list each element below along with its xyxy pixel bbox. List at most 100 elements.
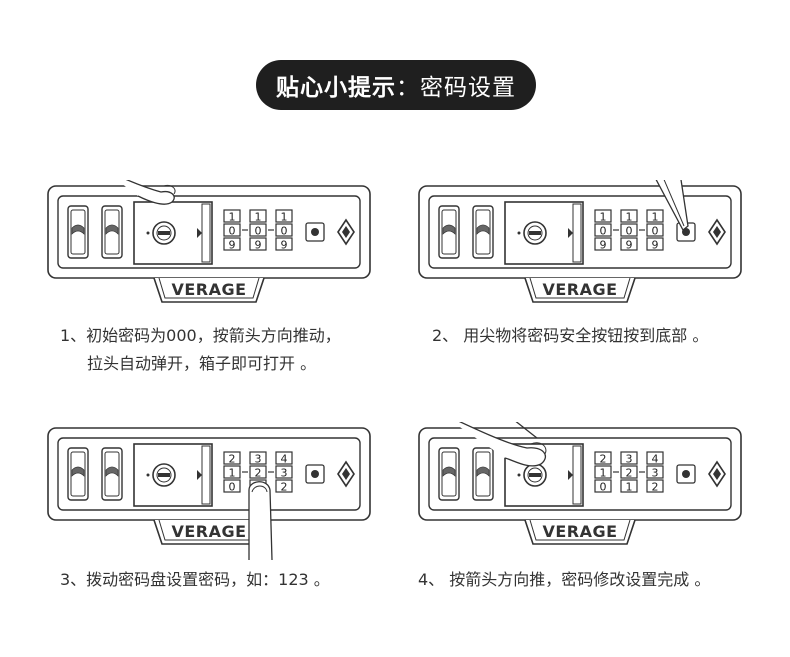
diamond-logo-core bbox=[342, 468, 350, 480]
digit-cell bbox=[620, 223, 638, 237]
digit-text: 1 bbox=[626, 211, 633, 224]
latch-hook-2 bbox=[476, 224, 490, 235]
digit-text: 1 bbox=[229, 211, 236, 224]
digit-text: 2 bbox=[281, 481, 288, 494]
reset-button-dot bbox=[311, 228, 319, 236]
finger-icon bbox=[116, 180, 175, 205]
latch-inner-2 bbox=[104, 209, 120, 255]
finger-icon bbox=[248, 481, 273, 561]
keyhole-slot bbox=[158, 231, 170, 235]
lock-plate-inner bbox=[57, 195, 361, 269]
digit-text: 1 bbox=[229, 467, 236, 480]
latch-inner-1 bbox=[70, 209, 86, 255]
digit-text: 9 bbox=[600, 239, 607, 252]
latch-1 bbox=[67, 205, 89, 259]
step-2-caption: 2、 用尖物将密码安全按钮按到底部 。 bbox=[432, 322, 708, 350]
digit-cell bbox=[594, 465, 612, 479]
fingernail-icon bbox=[163, 185, 176, 195]
digit-cell bbox=[223, 223, 241, 237]
latch-hook-2 bbox=[476, 466, 490, 477]
digit-cell bbox=[275, 223, 293, 237]
key-block-edge bbox=[572, 203, 582, 263]
digit-cell bbox=[646, 223, 664, 237]
step-4-caption: 4、 按箭头方向推，密码修改设置完成 。 bbox=[418, 566, 710, 594]
digit-text: 9 bbox=[652, 239, 659, 252]
digit-text: 0 bbox=[255, 225, 262, 238]
digit-cell bbox=[620, 451, 638, 465]
brand-tab-inner bbox=[529, 519, 631, 541]
digit-cell bbox=[620, 465, 638, 479]
title-rest: 密码设置 bbox=[420, 75, 516, 101]
digit-cell bbox=[223, 209, 241, 223]
brand-tab-inner bbox=[529, 277, 631, 299]
digit-cell bbox=[646, 465, 664, 479]
lock-plate-inner bbox=[57, 437, 361, 511]
title-bold: 贴心小提示 bbox=[276, 75, 396, 101]
digit-text: 3 bbox=[255, 453, 262, 466]
digit-cell bbox=[223, 451, 241, 465]
latch-1 bbox=[438, 205, 460, 259]
key-dot bbox=[517, 473, 521, 477]
latch-2 bbox=[472, 447, 494, 501]
diamond-logo-core bbox=[713, 468, 721, 480]
latch-hook-1 bbox=[71, 224, 85, 235]
digit-text: 9 bbox=[255, 239, 262, 252]
digit-cell bbox=[620, 237, 638, 251]
brand-text: VERAGE bbox=[171, 280, 246, 299]
digit-cell bbox=[594, 209, 612, 223]
step-3-caption: 3、拨动密码盘设置密码，如：123 。 bbox=[60, 566, 330, 594]
latch-inner-2 bbox=[475, 209, 491, 255]
finger-edge bbox=[515, 422, 538, 439]
latch-2 bbox=[101, 447, 123, 501]
title-banner: 贴心小提示：密码设置 bbox=[256, 60, 536, 110]
title-colon: ： bbox=[396, 75, 420, 101]
digit-text: 9 bbox=[229, 239, 236, 252]
key-block-edge bbox=[201, 203, 211, 263]
latch-1 bbox=[438, 447, 460, 501]
digit-cell bbox=[646, 479, 664, 493]
latch-2 bbox=[472, 205, 494, 259]
latch-inner-2 bbox=[475, 451, 491, 497]
digit-text: 4 bbox=[652, 453, 659, 466]
digit-text: 0 bbox=[652, 225, 659, 238]
fingernail-icon bbox=[251, 485, 268, 493]
lock-plate-inner bbox=[428, 195, 732, 269]
push-arrow-icon bbox=[568, 228, 573, 238]
key-dot bbox=[517, 231, 521, 235]
digit-cell bbox=[594, 223, 612, 237]
key-dot bbox=[146, 473, 150, 477]
digit-text: 2 bbox=[600, 453, 607, 466]
latch-inner-2 bbox=[104, 451, 120, 497]
brand-text: VERAGE bbox=[542, 522, 617, 541]
keyhole-inner bbox=[527, 467, 543, 483]
pin-tool-line bbox=[663, 180, 685, 227]
push-arrow-icon bbox=[197, 228, 202, 238]
digit-text: 1 bbox=[255, 211, 262, 224]
digit-text: 0 bbox=[281, 225, 288, 238]
keyhole-inner bbox=[156, 225, 172, 241]
digit-text: 0 bbox=[229, 225, 236, 238]
keyhole-inner bbox=[527, 225, 543, 241]
digit-text: 1 bbox=[600, 211, 607, 224]
digit-text: 1 bbox=[626, 481, 633, 494]
digit-text: 3 bbox=[626, 453, 633, 466]
latch-hook-1 bbox=[442, 224, 456, 235]
reset-button-dot bbox=[682, 470, 690, 478]
digit-text: 4 bbox=[281, 453, 288, 466]
step-3-line-1: 3、拨动密码盘设置密码，如：123 。 bbox=[60, 570, 330, 589]
step-4-line-1: 4、 按箭头方向推，密码修改设置完成 。 bbox=[418, 570, 711, 589]
digit-text: 2 bbox=[652, 481, 659, 494]
latch-1 bbox=[67, 447, 89, 501]
digit-cell bbox=[275, 465, 293, 479]
key-dot bbox=[146, 231, 150, 235]
digit-cell bbox=[223, 465, 241, 479]
diamond-logo-core bbox=[713, 226, 721, 238]
digit-text: 0 bbox=[600, 225, 607, 238]
digit-text: 1 bbox=[652, 211, 659, 224]
brand-tab bbox=[524, 519, 636, 545]
digit-text: 3 bbox=[652, 467, 659, 480]
